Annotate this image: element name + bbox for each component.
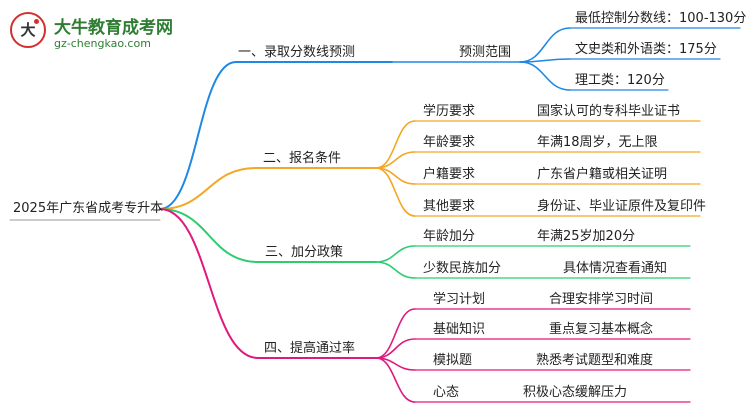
connector-branch4-item1 — [375, 308, 416, 359]
root-label: 2025年广东省成考专升本 — [13, 201, 164, 216]
connector-branch4-item4 — [375, 357, 416, 403]
item-age-label: 年龄要求 — [423, 135, 476, 150]
connector-range-leaf1 — [519, 27, 571, 63]
item-household-value: 广东省户籍或相关证明 — [537, 167, 668, 182]
item-study-plan-value: 合理安排学习时间 — [549, 292, 654, 307]
logo-url: gz-chengkao.com — [54, 37, 151, 50]
branch-label-requirements: 二、报名条件 — [263, 151, 342, 166]
connector-branch2-item1 — [375, 120, 416, 169]
connector-branch2-item4 — [375, 167, 416, 217]
connector-root-branch3 — [159, 208, 259, 263]
item-education-value: 国家认可的专科毕业证书 — [537, 104, 681, 119]
connector-branch3-item2 — [375, 261, 416, 279]
connector-root-branch2 — [159, 167, 257, 210]
item-mock-value: 熟悉考试题型和难度 — [536, 353, 654, 368]
item-age-bonus-value: 年满25岁加20分 — [537, 229, 636, 244]
item-minority-bonus-value: 具体情况查看通知 — [563, 261, 668, 276]
connector-branch3-item1 — [375, 245, 416, 263]
item-basics-value: 重点复习基本概念 — [549, 322, 654, 337]
item-study-plan-label: 学习计划 — [433, 292, 486, 307]
item-other-value: 身份证、毕业证原件及复印件 — [537, 199, 707, 214]
logo-title: 大牛教育成考网 — [54, 18, 173, 38]
branch-label-bonus-policy: 三、加分政策 — [265, 245, 344, 260]
leaf-science-score: 理工类：120分 — [575, 73, 665, 88]
branch-label-pass-rate: 四、提高通过率 — [264, 341, 356, 356]
branch-label-score-forecast: 一、录取分数线预测 — [238, 45, 356, 60]
item-other-label: 其他要求 — [423, 199, 476, 214]
item-education-label: 学历要求 — [423, 104, 476, 119]
connector-root-branch4 — [159, 208, 259, 359]
item-age-bonus-label: 年龄加分 — [423, 229, 476, 244]
item-mindset-value: 积极心态缓解压力 — [523, 385, 628, 400]
item-household-label: 户籍要求 — [423, 167, 476, 182]
connector-range-leaf3 — [519, 61, 571, 91]
item-minority-bonus-label: 少数民族加分 — [423, 261, 502, 276]
item-mindset-label: 心态 — [433, 385, 460, 400]
sub-label-forecast-range: 预测范围 — [459, 45, 512, 60]
cap-badge-icon: 大 — [10, 12, 46, 48]
item-mock-label: 模拟题 — [433, 353, 473, 368]
connector-root-branch1 — [159, 61, 237, 210]
connector-branch4-item2 — [375, 338, 416, 359]
site-logo[interactable]: 大 大牛教育成考网 gz-chengkao.com — [10, 8, 180, 54]
item-basics-label: 基础知识 — [433, 322, 486, 337]
item-age-value: 年满18周岁，无上限 — [537, 135, 658, 150]
leaf-min-control-score: 最低控制分数线：100-130分 — [575, 11, 747, 26]
leaf-liberal-arts-score: 文史类和外语类：175分 — [575, 42, 717, 57]
